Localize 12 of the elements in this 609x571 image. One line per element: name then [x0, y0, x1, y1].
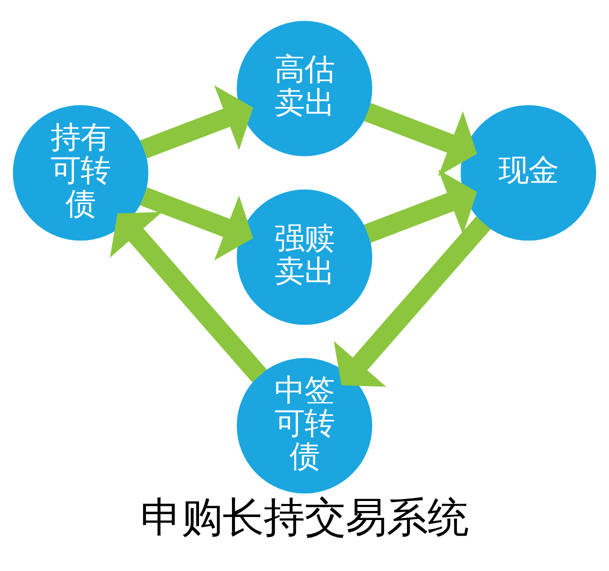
- arrow: [364, 170, 478, 243]
- arrow: [140, 187, 254, 260]
- arrow: [334, 216, 491, 387]
- node-circle: 强赎卖出: [236, 189, 372, 325]
- node-circle: 持有可转债: [12, 105, 148, 241]
- arrow: [140, 85, 254, 158]
- node-circle: 高估卖出: [236, 20, 372, 156]
- node-circle: 中签可转债: [236, 358, 372, 494]
- arrow: [364, 103, 478, 176]
- arrow: [110, 212, 267, 382]
- diagram-title: 申购长持交易系统: [140, 494, 468, 542]
- node-circle: 现金: [460, 105, 596, 241]
